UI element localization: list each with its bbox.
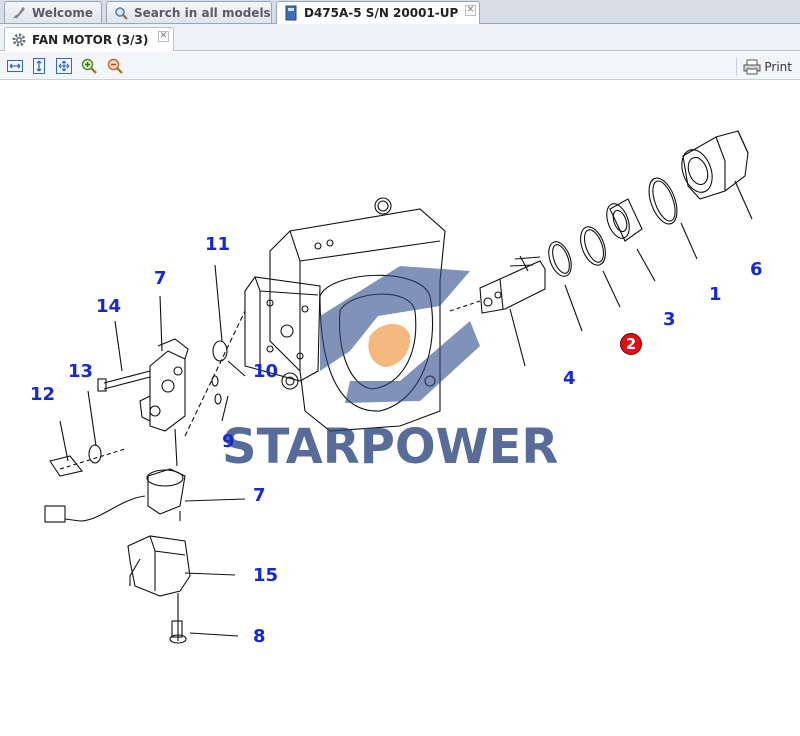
fit-height-button[interactable] [30, 57, 48, 75]
zoom-out-icon [107, 58, 123, 74]
bolt [103, 370, 151, 390]
print-button[interactable]: Print [736, 57, 792, 76]
o-ring [648, 177, 678, 225]
callout-7[interactable]: 7 [253, 485, 266, 506]
tab-bar: Welcome Search in all models D475A-5 S/N… [0, 0, 800, 24]
magnifier-icon [113, 5, 129, 21]
close-icon[interactable]: ✕ [465, 5, 476, 16]
callout-7[interactable]: 7 [154, 268, 167, 289]
connector [44, 505, 66, 523]
solenoid-coil [147, 468, 186, 515]
callout-8[interactable]: 8 [253, 626, 266, 647]
valve-body [269, 208, 446, 432]
close-icon[interactable]: ✕ [158, 31, 169, 42]
o-ring [88, 444, 102, 464]
fit-page-icon [56, 58, 72, 74]
printer-icon [743, 59, 761, 75]
print-label: Print [764, 59, 792, 74]
callout-11[interactable]: 11 [205, 234, 231, 255]
callout-2-selected[interactable]: 2 [620, 333, 642, 355]
fit-height-icon [33, 58, 45, 74]
tab-model-label: D475A-5 S/N 20001-UP [304, 6, 459, 20]
fit-width-icon [7, 60, 23, 72]
tab-model-d475a5[interactable]: D475A-5 S/N 20001-UP ✕ [276, 1, 480, 24]
bolt [49, 455, 83, 477]
callout-4[interactable]: 4 [563, 368, 576, 389]
tab-fan-motor[interactable]: FAN MOTOR (3/3) ✕ [4, 27, 174, 51]
callout-15[interactable]: 15 [253, 565, 279, 586]
toolbar: Print [0, 52, 800, 80]
tab-search-all-models[interactable]: Search in all models [106, 1, 272, 23]
plug [682, 130, 749, 200]
tab-fan-motor-label: FAN MOTOR (3/3) [32, 32, 149, 47]
zoom-in-icon [81, 58, 97, 74]
rocket-icon [11, 5, 27, 21]
callout-13[interactable]: 13 [68, 361, 94, 382]
tab-welcome-label: Welcome [32, 5, 94, 20]
book-icon [283, 5, 299, 21]
gear-icon [11, 32, 27, 48]
tab-search-label: Search in all models [134, 5, 271, 20]
callout-3[interactable]: 3 [663, 309, 676, 330]
callout-12[interactable]: 12 [30, 384, 56, 405]
cover [127, 535, 191, 597]
fit-page-button[interactable] [55, 57, 73, 75]
callout-14[interactable]: 14 [96, 296, 122, 317]
parts-diagram[interactable]: STARPOWER 11 7 14 13 10 12 9 7 15 8 6 1 … [0, 81, 800, 736]
watermark-text: STARPOWER [222, 419, 559, 475]
zoom-in-button[interactable] [80, 57, 98, 75]
exploded-view-drawing [44, 130, 753, 644]
callout-10[interactable]: 10 [253, 361, 279, 382]
sub-tab-bar: FAN MOTOR (3/3) ✕ [0, 24, 800, 51]
callout-1[interactable]: 1 [709, 284, 722, 305]
callout-9[interactable]: 9 [222, 431, 235, 452]
o-ring [548, 241, 572, 277]
o-ring [580, 226, 606, 266]
tab-welcome[interactable]: Welcome [4, 1, 102, 23]
spool [479, 260, 546, 314]
valve-block [149, 350, 186, 432]
watermark-logo [320, 266, 480, 403]
fit-width-button[interactable] [6, 57, 24, 75]
callout-6[interactable]: 6 [750, 259, 763, 280]
zoom-out-button[interactable] [106, 57, 124, 75]
